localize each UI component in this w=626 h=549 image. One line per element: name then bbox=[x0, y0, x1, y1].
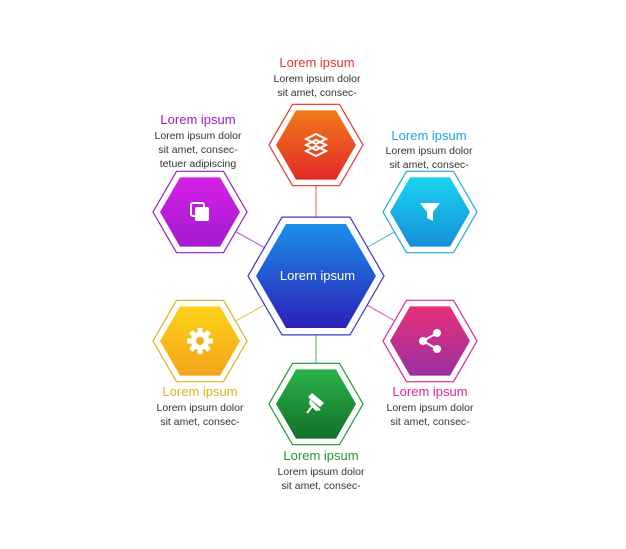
node-desc-upper-left: Lorem ipsum dolor sit amet, consec- tetu… bbox=[154, 130, 242, 170]
node-desc-bottom: Lorem ipsum dolor sit amet, consec- bbox=[277, 466, 365, 492]
node-desc-lower-right: Lorem ipsum dolor sit amet, consec- bbox=[386, 402, 474, 428]
gear-icon bbox=[187, 328, 213, 354]
squares-icon bbox=[190, 202, 209, 221]
node-title-upper-left: Lorem ipsum bbox=[160, 112, 236, 127]
hex-lower-right bbox=[390, 306, 470, 376]
node-lower-left bbox=[152, 299, 248, 383]
center-label: Lorem ipsum bbox=[279, 268, 356, 283]
node-title-upper-right: Lorem ipsum bbox=[391, 128, 467, 143]
node-lower-right bbox=[382, 299, 478, 383]
node-bottom bbox=[268, 362, 364, 446]
share-icon bbox=[419, 329, 441, 353]
node-title-top: Lorem ipsum bbox=[279, 55, 355, 70]
pin-icon bbox=[306, 393, 324, 414]
node-top bbox=[268, 103, 364, 187]
hex-bottom bbox=[276, 369, 356, 439]
node-title-lower-left: Lorem ipsum bbox=[162, 384, 238, 399]
center-hex bbox=[256, 224, 376, 328]
layers-icon bbox=[303, 132, 329, 158]
node-desc-lower-left: Lorem ipsum dolor sit amet, consec- bbox=[156, 402, 244, 428]
funnel-icon bbox=[420, 203, 440, 221]
node-desc-upper-right: Lorem ipsum dolor sit amet, consec- bbox=[385, 145, 473, 171]
node-upper-left bbox=[152, 170, 248, 254]
node-upper-right bbox=[382, 170, 478, 254]
node-title-lower-right: Lorem ipsum bbox=[392, 384, 468, 399]
node-desc-top: Lorem ipsum dolor sit amet, consec- bbox=[273, 73, 361, 99]
node-title-bottom: Lorem ipsum bbox=[283, 448, 359, 463]
